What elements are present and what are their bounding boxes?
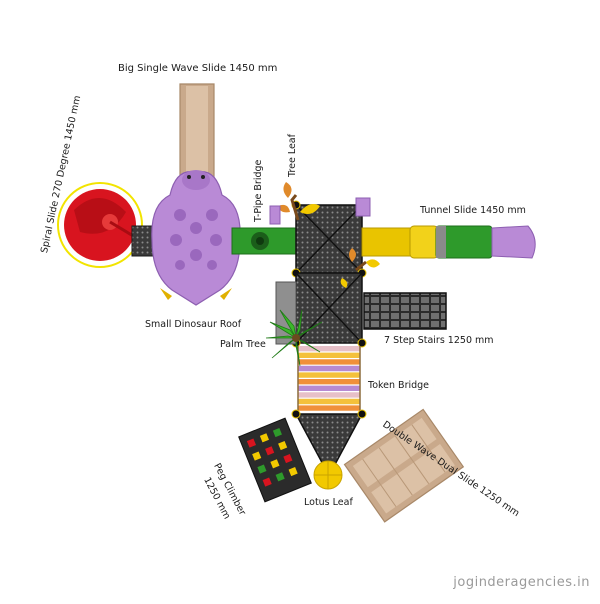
label-small-dinosaur-roof: Small Dinosaur Roof	[145, 319, 242, 330]
tower-post	[355, 197, 371, 217]
small-dinosaur-roof	[151, 170, 241, 306]
token-bridge-plank	[298, 392, 360, 398]
token-bridge	[297, 346, 361, 412]
token-bridge-plank	[298, 352, 360, 358]
central-platform-upper	[291, 200, 367, 278]
lotus-leaf	[313, 460, 343, 490]
spiral-slide	[57, 182, 143, 268]
token-bridge-plank	[298, 385, 360, 391]
label-big-single-wave-slide: Big Single Wave Slide 1450 mm	[118, 63, 278, 74]
tunnel-slide	[361, 225, 536, 259]
label-t-pipe-bridge: T-Pipe Bridge	[253, 159, 264, 222]
token-bridge-plank	[298, 346, 360, 352]
peg-climber	[238, 417, 312, 503]
tree-leaf	[278, 182, 380, 288]
label-token-bridge: Token Bridge	[368, 380, 430, 391]
central-platform-lower	[291, 272, 367, 348]
label-stairs: 7 Step Stairs 1250 mm	[384, 335, 494, 346]
label-palm-tree: Palm Tree	[220, 339, 266, 350]
palm-tree	[265, 309, 323, 367]
token-bridge-plank	[298, 405, 360, 411]
watermark: joginderagencies.in	[453, 575, 590, 590]
label-lotus-leaf: Lotus Leaf	[304, 497, 353, 508]
tower-post	[269, 205, 281, 225]
token-bridge-plank	[298, 398, 360, 405]
token-bridge-plank	[298, 372, 360, 378]
token-bridge-plank	[298, 365, 360, 372]
t-pipe-bridge	[231, 227, 297, 255]
big-single-wave-slide	[179, 83, 215, 186]
stairs	[363, 292, 447, 330]
token-bridge-plank	[298, 359, 360, 365]
label-tunnel-slide: Tunnel Slide 1450 mm	[420, 205, 526, 216]
token-bridge-plank	[298, 379, 360, 385]
label-tree-leaf: Tree Leaf	[287, 134, 298, 177]
double-wave-dual-slide	[343, 408, 465, 523]
